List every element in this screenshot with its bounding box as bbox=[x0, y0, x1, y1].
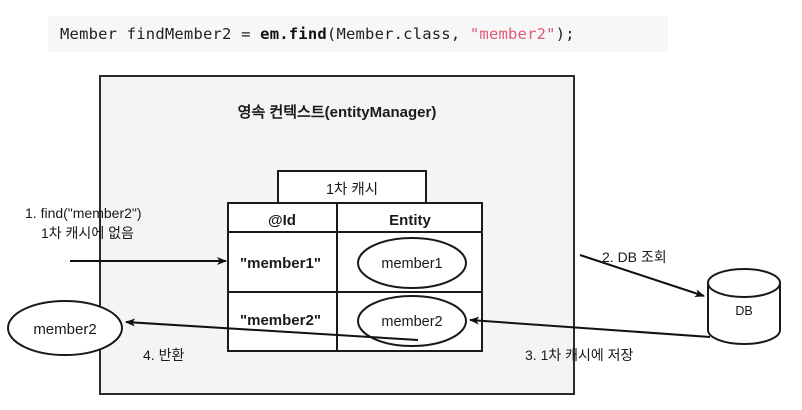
code-segment-keyword: em.find bbox=[260, 25, 327, 43]
step1-label-line2: 1차 캐시에 없음 bbox=[41, 225, 134, 241]
table-row-1-id: "member1" bbox=[240, 255, 321, 272]
arrow-step2-db-query bbox=[579, 254, 705, 297]
arrow-step3-store-cache bbox=[469, 316, 711, 338]
table-header-id: @Id bbox=[268, 212, 296, 229]
code-line: Member findMember2 = em.find(Member.clas… bbox=[60, 25, 575, 43]
code-segment-after: ); bbox=[555, 25, 575, 43]
entity-ellipse-member2 bbox=[357, 295, 467, 347]
code-snippet-band: Member findMember2 = em.find(Member.clas… bbox=[48, 16, 668, 52]
code-segment-before: Member findMember2 = bbox=[60, 25, 261, 43]
persistence-context-title: 영속 컨텍스트(entityManager) bbox=[238, 103, 437, 121]
database-cylinder-top bbox=[707, 268, 781, 298]
returned-entity-ellipse bbox=[7, 300, 123, 356]
step4-label: 4. 반환 bbox=[143, 347, 184, 363]
step2-label: 2. DB 조회 bbox=[602, 249, 667, 265]
table-row-2-entity: member2 bbox=[381, 314, 442, 330]
code-segment-middle: (Member.class, bbox=[326, 25, 470, 43]
database-label: DB bbox=[735, 304, 752, 318]
arrow-step4-return bbox=[125, 318, 419, 341]
table-row-1-entity: member1 bbox=[381, 256, 442, 272]
step3-label: 3. 1차 캐시에 저장 bbox=[525, 347, 634, 363]
table-header-entity: Entity bbox=[389, 212, 431, 229]
first-level-cache-label: 1차 캐시 bbox=[326, 181, 378, 198]
code-segment-string: "member2" bbox=[469, 25, 556, 43]
step1-label-line1: 1. find("member2") bbox=[25, 205, 142, 221]
database-cylinder-body bbox=[707, 282, 781, 345]
returned-entity-label: member2 bbox=[33, 321, 96, 338]
entity-ellipse-member1 bbox=[357, 237, 467, 289]
table-row-2-id: "member2" bbox=[240, 312, 321, 329]
